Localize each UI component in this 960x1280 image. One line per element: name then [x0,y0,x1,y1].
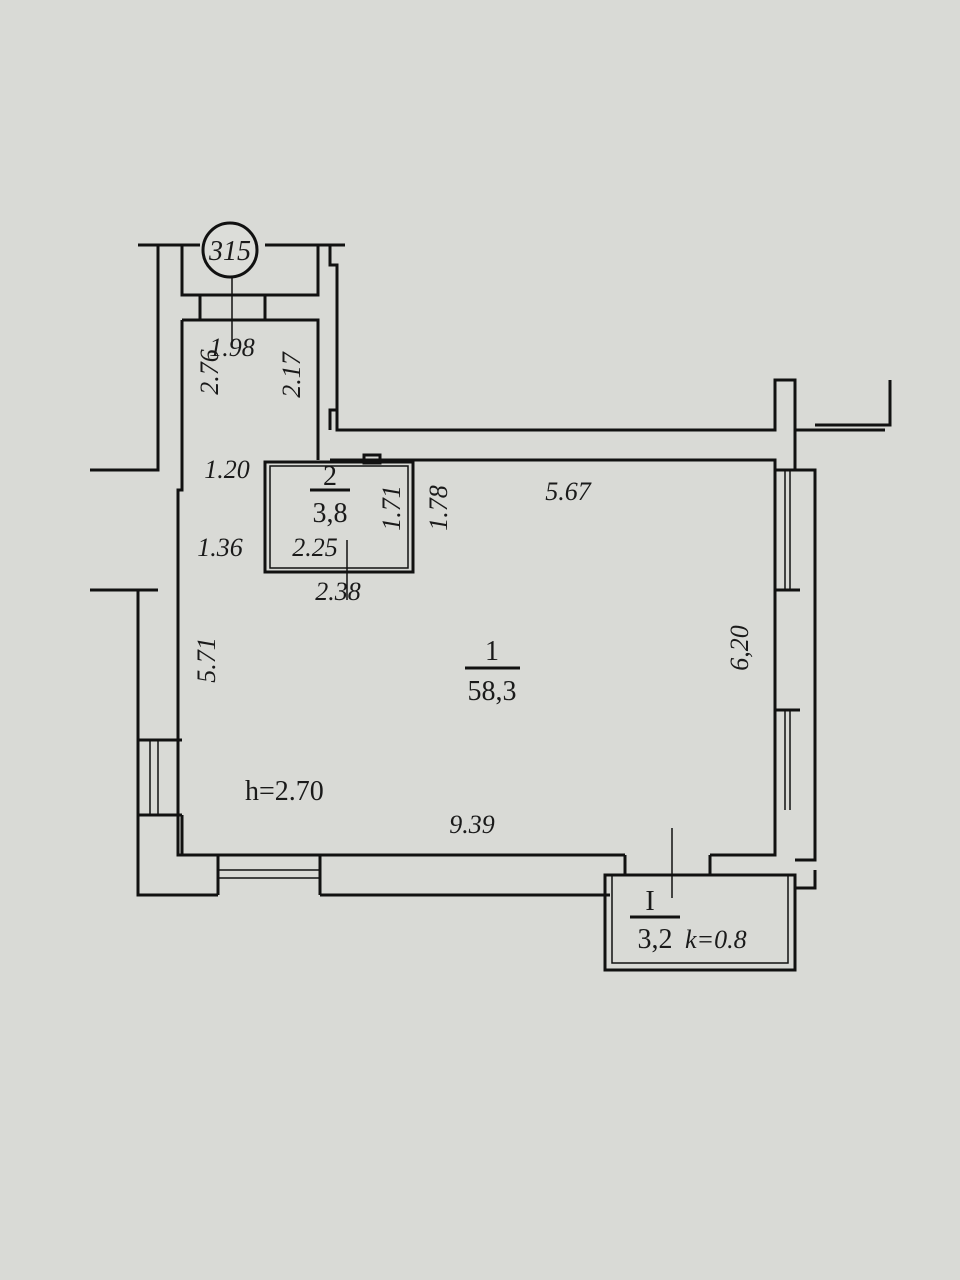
dim-left-lower: 5.71 [192,637,221,683]
balcony-coefficient: k=0.8 [685,925,747,954]
balcony [603,828,797,972]
dim-bottom: 9.39 [449,810,495,839]
room-1-area: 58,3 [468,676,517,707]
walls [90,243,892,897]
balcony-number: I [645,886,654,917]
dim-corridor-left: 2.76 [195,349,224,395]
dim-bath-height: 1.71 [377,485,406,531]
balcony-area: 3,2 [638,924,673,955]
bathroom-room [263,453,415,574]
dim-left-middle: 1.36 [197,533,243,562]
dim-top-right: 5.67 [545,477,592,506]
room-2-number: 2 [323,461,337,492]
unit-number-marker: 315 [201,221,259,345]
dim-corridor-right: 2.17 [277,351,306,398]
room-1-number: 1 [485,636,499,667]
dim-bath-width-inner: 2.25 [292,533,338,562]
dim-right: 6,20 [725,625,754,671]
unit-number: 315 [208,236,251,267]
dim-bath-outer-height: 1.78 [424,485,453,531]
ceiling-height: h=2.70 [245,776,324,807]
room-2-area: 3,8 [313,498,348,529]
dim-left-upper: 1.20 [204,455,250,484]
dim-bath-width: 2.38 [315,577,361,606]
dim-corridor-width: 1.98 [209,333,255,362]
